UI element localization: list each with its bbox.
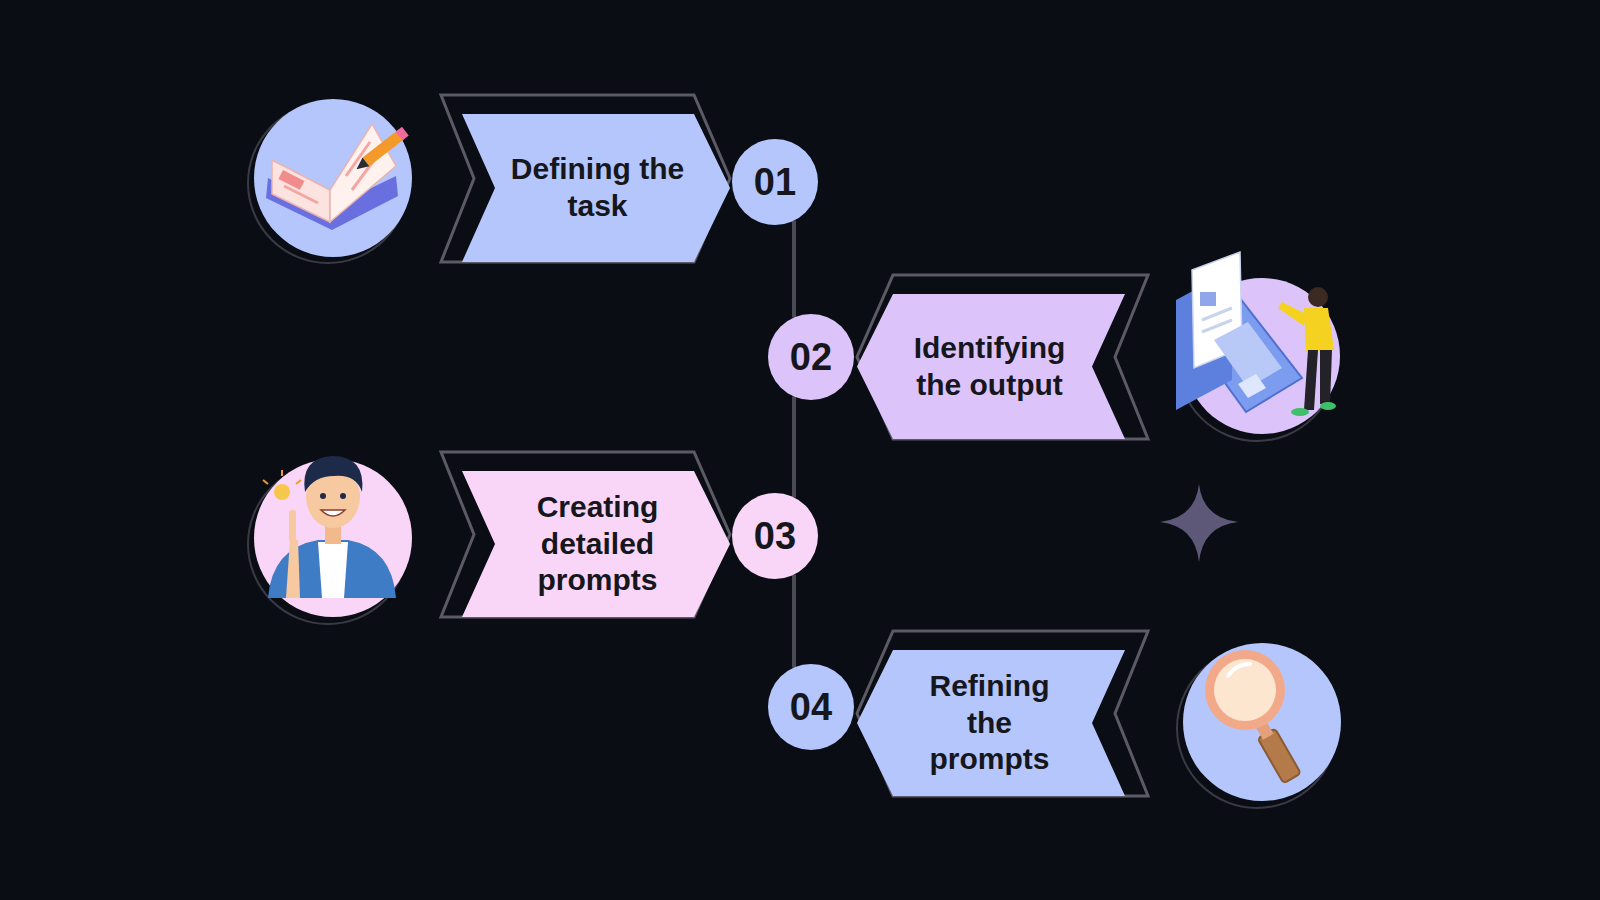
- step-chevron: Creating detailed prompts: [462, 471, 730, 617]
- step-number-circle: 01: [732, 139, 818, 225]
- spine-connector: [792, 396, 796, 497]
- person-eye: [320, 493, 326, 499]
- idea-person-illustration: [248, 456, 412, 624]
- person-jacket: [268, 540, 396, 598]
- blob: [254, 459, 412, 617]
- magnifier-ring: [1205, 650, 1285, 730]
- person-leg: [1304, 350, 1318, 410]
- step-label: Identifying the output: [897, 330, 1082, 403]
- step-number: 02: [790, 338, 832, 376]
- sparkle-star: [1160, 484, 1238, 562]
- person-leg: [1320, 350, 1332, 404]
- magnifier: [1252, 718, 1301, 783]
- step-chevron: Identifying the output: [857, 294, 1125, 439]
- person-finger: [289, 510, 296, 542]
- page-line: [284, 186, 318, 203]
- page-mark: [278, 170, 304, 190]
- step-chevron: Refining the prompts: [857, 650, 1125, 796]
- magnifier-illustration: [1177, 643, 1341, 808]
- person-shoe: [1320, 402, 1336, 410]
- document-image: [1200, 292, 1216, 306]
- step-number: 01: [754, 163, 796, 201]
- spine-connector: [792, 575, 796, 668]
- pencil-body: [363, 130, 404, 166]
- chevron-fill: [857, 650, 1125, 796]
- document-line: [1202, 308, 1232, 320]
- laptop-illustration: [1176, 252, 1340, 441]
- chevron-outline: [441, 452, 730, 617]
- chevron-shape: [857, 294, 1125, 439]
- pencil-eraser: [396, 127, 409, 141]
- person-smile: [321, 510, 345, 516]
- spine-connector: [792, 221, 796, 318]
- keyboard: [1214, 322, 1282, 398]
- person-head: [1308, 287, 1328, 307]
- idea-ray: [296, 480, 301, 484]
- step-chevron: Defining the task: [462, 114, 730, 262]
- step-number-circle: 03: [732, 493, 818, 579]
- step-number: 03: [754, 517, 796, 555]
- step-number-circle: 02: [768, 314, 854, 400]
- book-page: [272, 160, 330, 222]
- person-shirt: [318, 542, 348, 598]
- step-number-circle: 04: [768, 664, 854, 750]
- idea-ray: [281, 470, 283, 476]
- pencil: [353, 127, 409, 174]
- person-shoe: [1291, 408, 1309, 416]
- magnifier-lens: [1214, 659, 1276, 721]
- document-line: [1202, 320, 1232, 332]
- person-hand: [286, 540, 300, 598]
- idea-ray: [263, 480, 268, 484]
- idea-bulb: [274, 484, 290, 500]
- person-hair: [304, 456, 362, 492]
- pencil-tip: [353, 158, 369, 174]
- chevron-shape: [462, 114, 730, 262]
- step-label: Refining the prompts: [917, 668, 1062, 778]
- chevron-fill: [462, 114, 730, 262]
- keyboard-keys: [1214, 322, 1282, 388]
- chevron-outline: [441, 95, 730, 262]
- book-illustration: [248, 99, 412, 263]
- idea-rays: [263, 470, 301, 484]
- person-arm: [1278, 302, 1306, 326]
- step-label: Defining the task: [495, 151, 700, 224]
- blob: [1183, 643, 1341, 801]
- chevron-fill: [462, 471, 730, 617]
- chevron-outline: [857, 275, 1148, 439]
- lens-glare: [1228, 664, 1250, 676]
- person: [1278, 287, 1336, 416]
- touchpad: [1238, 374, 1266, 398]
- person-eye: [340, 493, 346, 499]
- book-page: [330, 124, 396, 222]
- step-label: Creating detailed prompts: [520, 489, 675, 599]
- chevron-outline: [857, 631, 1148, 796]
- person-shirt: [1304, 308, 1334, 352]
- chevron-fill: [857, 294, 1125, 439]
- blob: [254, 99, 412, 257]
- step-number: 04: [790, 688, 832, 726]
